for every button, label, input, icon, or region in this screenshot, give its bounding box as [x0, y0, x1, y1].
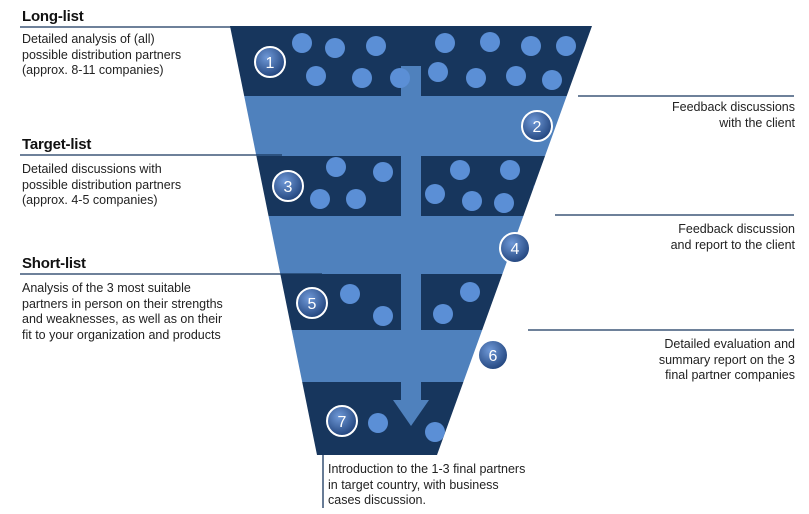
- note-line: summary report on the 3: [658, 352, 795, 367]
- dot: [521, 36, 541, 56]
- step-badge-3: 3: [272, 170, 304, 202]
- final-line: Introduction to the 1-3 final partners: [328, 462, 526, 476]
- long-list-title: Long-list: [22, 8, 84, 25]
- dot: [352, 68, 372, 88]
- flow-arrow-head: [393, 400, 429, 426]
- dot: [368, 413, 388, 433]
- long-list-description: Detailed analysis of (all) possible dist…: [22, 32, 181, 79]
- step-number: 4: [511, 241, 520, 258]
- dot: [435, 33, 455, 53]
- feedback-note-1: Feedback discussions with the client: [672, 100, 795, 131]
- step-badge-5: 5: [296, 287, 328, 319]
- dot: [542, 70, 562, 90]
- dot: [366, 36, 386, 56]
- step-number: 5: [308, 296, 317, 313]
- description-line: Detailed analysis of (all): [22, 32, 155, 46]
- dot: [326, 157, 346, 177]
- description-line: possible distribution partners: [22, 47, 182, 62]
- description-line: Analysis of the 3 most suitable: [22, 281, 191, 295]
- final-step-description: Introduction to the 1-3 final partners i…: [328, 462, 525, 509]
- step-number: 7: [338, 414, 347, 431]
- step-badge-2: 2: [521, 110, 553, 142]
- dot: [425, 422, 445, 442]
- step-badge-7: 7: [326, 405, 358, 437]
- dot: [428, 62, 448, 82]
- step-number: 6: [489, 348, 498, 365]
- target-list-description: Detailed discussions with possible distr…: [22, 162, 181, 209]
- connector-lines: [20, 26, 794, 508]
- dot: [310, 189, 330, 209]
- dot: [340, 284, 360, 304]
- description-line: Detailed discussions with: [22, 162, 162, 176]
- dot: [325, 38, 345, 58]
- dot: [306, 66, 326, 86]
- dot: [373, 162, 393, 182]
- dot: [373, 306, 393, 326]
- dot: [292, 33, 312, 53]
- description-line: and weaknesses, as well as on their: [22, 312, 223, 326]
- dot: [495, 308, 515, 328]
- final-line: cases discussion.: [328, 493, 426, 507]
- dot: [494, 193, 514, 213]
- note-line: with the client: [719, 115, 795, 130]
- dot: [556, 36, 576, 56]
- short-list-description: Analysis of the 3 most suitable partners…: [22, 281, 223, 343]
- description-line: fit to your organization and products: [22, 327, 221, 342]
- feedback-note-2: Feedback discussion and report to the cl…: [671, 222, 795, 253]
- description-line: partners in person on their strengths: [22, 296, 223, 311]
- dot: [390, 68, 410, 88]
- dot: [460, 282, 480, 302]
- step-badge-6: 6: [477, 339, 509, 371]
- note-line: and report to the client: [670, 237, 795, 252]
- note-line: Detailed evaluation and: [664, 337, 795, 351]
- final-line: in target country, with business: [328, 477, 499, 492]
- dot: [450, 160, 470, 180]
- feedback-note-3: Detailed evaluation and summary report o…: [659, 337, 795, 384]
- note-line: Feedback discussion: [678, 222, 795, 236]
- dot: [506, 66, 526, 86]
- step-badge-1: 1: [254, 46, 286, 78]
- target-list-title: Target-list: [22, 136, 92, 153]
- dot: [346, 189, 366, 209]
- dot: [500, 160, 520, 180]
- dot: [425, 184, 445, 204]
- flow-arrow-shaft: [401, 66, 421, 400]
- step-badges: 1 2 3 4 5 6 7: [254, 46, 553, 437]
- dot: [462, 191, 482, 211]
- dot: [433, 304, 453, 324]
- description-line: possible distribution partners: [22, 177, 182, 192]
- dot: [466, 68, 486, 88]
- description-line: (approx. 8-11 companies): [22, 63, 164, 77]
- long-list-dots: [292, 32, 576, 90]
- step-number: 1: [266, 55, 275, 72]
- description-line: (approx. 4-5 companies): [22, 193, 158, 207]
- dot: [480, 32, 500, 52]
- step-number: 2: [533, 119, 542, 136]
- step-number: 3: [284, 179, 293, 196]
- note-line: Feedback discussions: [672, 100, 795, 114]
- note-line: final partner companies: [665, 368, 795, 382]
- dot: [460, 399, 480, 419]
- step-badge-4: 4: [499, 232, 531, 264]
- dot: [533, 180, 553, 200]
- target-list-dots: [310, 157, 553, 213]
- short-list-title: Short-list: [22, 255, 86, 272]
